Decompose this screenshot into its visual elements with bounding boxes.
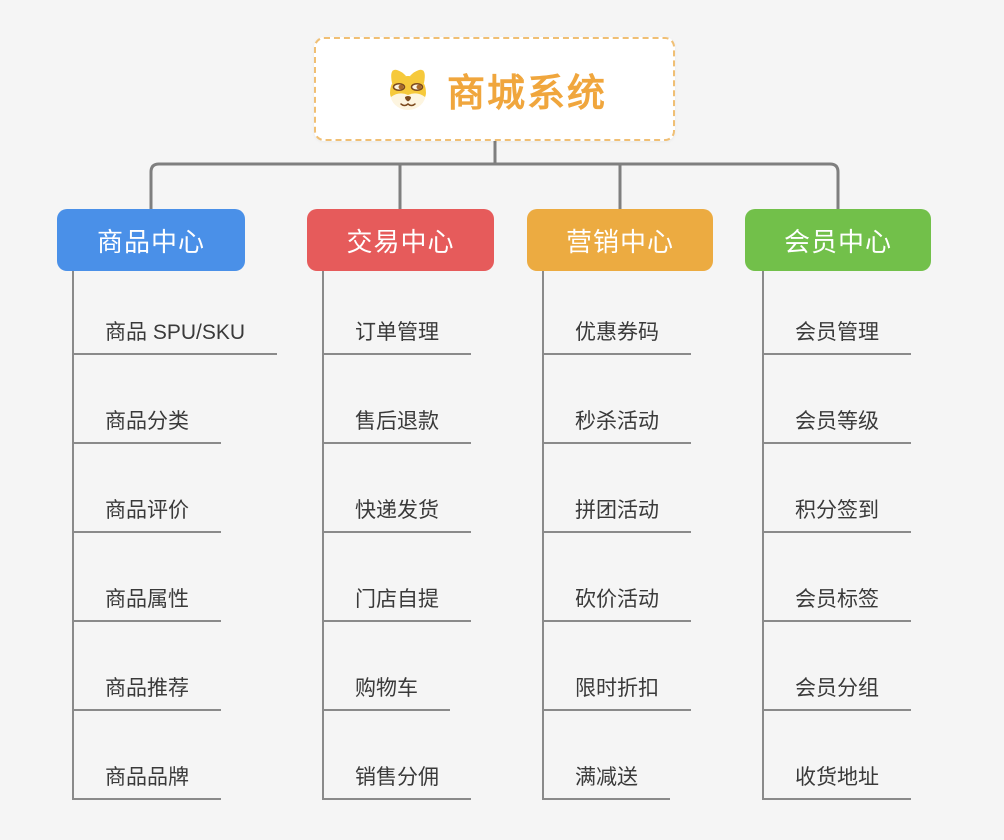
- leaf-topic[interactable]: 售后退款: [322, 408, 471, 444]
- branch-topic-label: 营销中心: [565, 226, 674, 257]
- branch-topic-label: 商品中心: [96, 226, 205, 257]
- branch-topic-label: 交易中心: [346, 226, 455, 257]
- leaf-topic[interactable]: 订单管理: [322, 319, 471, 355]
- branch-trunk-line: [542, 271, 544, 800]
- branch-bus-line: [149, 162, 840, 210]
- leaf-topic[interactable]: 满减送: [542, 764, 670, 800]
- branch-topic-label: 会员中心: [783, 226, 892, 257]
- leaf-topic[interactable]: 会员管理: [762, 319, 911, 355]
- leaf-topic[interactable]: 限时折扣: [542, 675, 691, 711]
- leaf-topic[interactable]: 会员等级: [762, 408, 911, 444]
- branch-topic-marketing-center[interactable]: 营销中心: [527, 209, 713, 271]
- leaf-topic[interactable]: 优惠券码: [542, 319, 691, 355]
- branch-trunk-line: [72, 271, 74, 800]
- root-topic-label: 商城系统: [446, 72, 607, 115]
- root-topic[interactable]: 商城系统: [314, 37, 675, 141]
- leaf-topic[interactable]: 购物车: [322, 675, 450, 711]
- branch-trunk-line: [322, 271, 324, 800]
- leaf-topic[interactable]: 商品分类: [72, 408, 221, 444]
- leaf-topic[interactable]: 收货地址: [762, 764, 911, 800]
- leaf-topic[interactable]: 门店自提: [322, 586, 471, 622]
- leaf-topic[interactable]: 会员分组: [762, 675, 911, 711]
- leaf-topic[interactable]: 商品 SPU/SKU: [72, 319, 278, 355]
- dog-face-icon: [382, 64, 434, 114]
- leaf-topic[interactable]: 商品评价: [72, 497, 221, 533]
- leaf-topic[interactable]: 商品品牌: [72, 764, 221, 800]
- leaf-topic[interactable]: 积分签到: [762, 497, 911, 533]
- branch-topic-trade-center[interactable]: 交易中心: [307, 209, 494, 271]
- leaf-topic[interactable]: 快递发货: [322, 497, 471, 533]
- leaf-topic[interactable]: 秒杀活动: [542, 408, 691, 444]
- leaf-topic[interactable]: 商品属性: [72, 586, 221, 622]
- branch-topic-product-center[interactable]: 商品中心: [57, 209, 245, 271]
- leaf-topic[interactable]: 砍价活动: [542, 586, 691, 622]
- leaf-topic[interactable]: 拼团活动: [542, 497, 691, 533]
- leaf-topic[interactable]: 商品推荐: [72, 675, 221, 711]
- branch-trunk-line: [762, 271, 764, 800]
- leaf-topic[interactable]: 会员标签: [762, 586, 911, 622]
- leaf-topic[interactable]: 销售分佣: [322, 764, 471, 800]
- branch-topic-member-center[interactable]: 会员中心: [745, 209, 931, 271]
